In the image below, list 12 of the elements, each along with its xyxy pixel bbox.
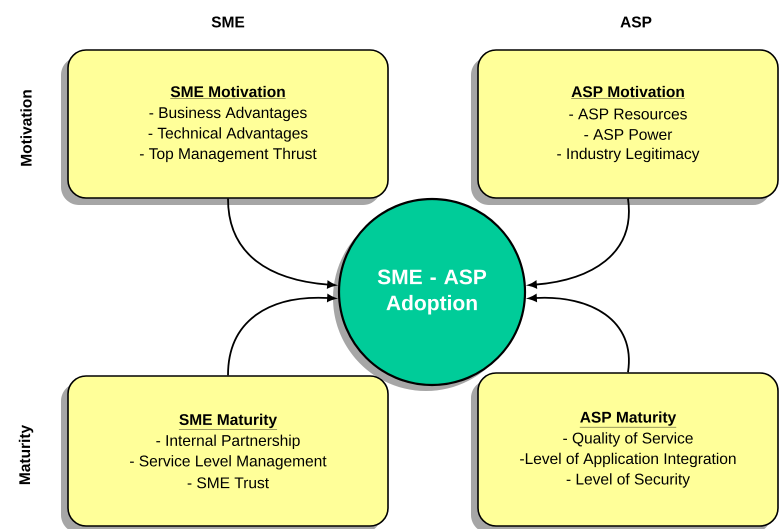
arrow (528, 198, 630, 288)
axis-label: ASP (620, 16, 652, 28)
text-box: ASP Maturity - Quality of Service -Level of Application Integration - Level of Security (471, 372, 779, 529)
text-box: ASP Motivation - ASP Resources - ASP Power - Industry Legitimacy (471, 49, 779, 205)
arrow (227, 294, 336, 376)
axis-label: Maturity (18, 424, 34, 484)
text-box: SME Maturity - Internal Partnership - Service Level Management - SME Trust (61, 375, 389, 529)
text-box: SME Motivation - Business Advantages - Technical Advantages - Top Management Thrust (61, 49, 389, 205)
arrow (528, 294, 630, 372)
axis-label: SME (212, 16, 244, 28)
axis-label: Motivation (20, 90, 32, 166)
arrow (227, 198, 336, 288)
